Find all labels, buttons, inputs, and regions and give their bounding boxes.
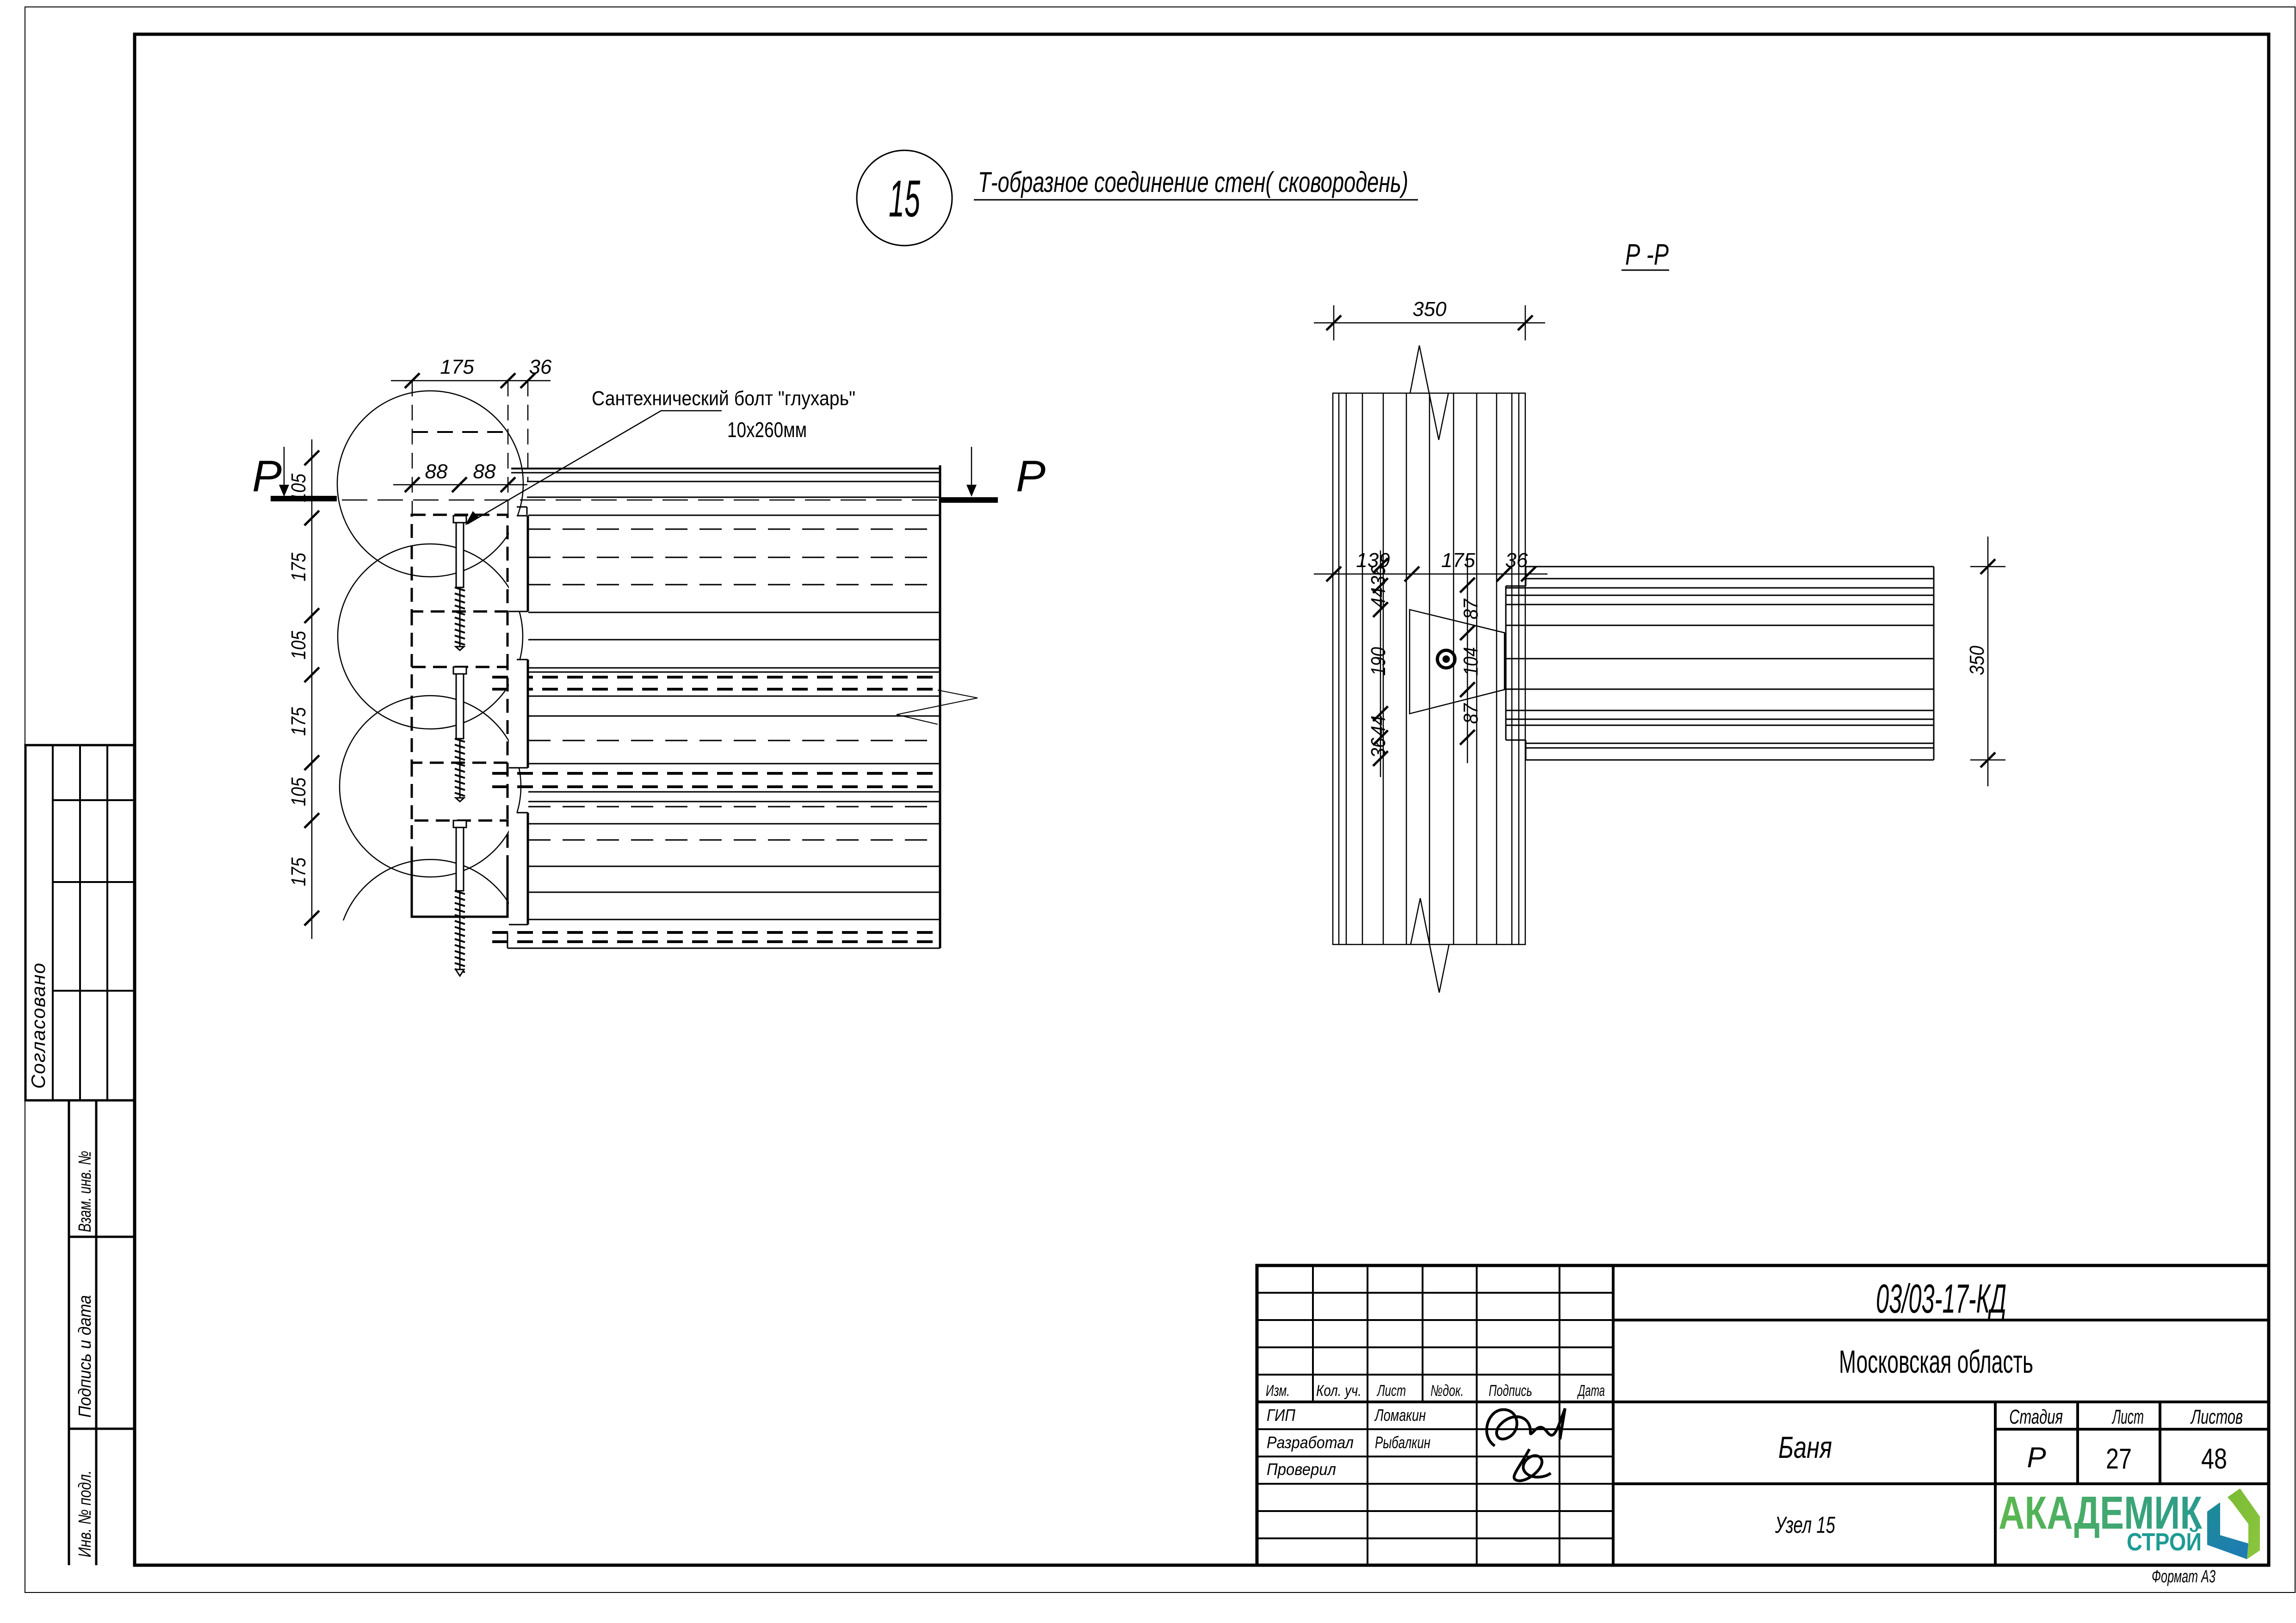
svg-text:175: 175 (287, 858, 310, 886)
svg-text:15: 15 (889, 170, 920, 228)
svg-text:Рыбалкин: Рыбалкин (1375, 1433, 1430, 1452)
svg-text:Разработал: Разработал (1267, 1433, 1354, 1452)
svg-text:Стадия: Стадия (2009, 1406, 2063, 1428)
svg-text:36: 36 (1367, 738, 1390, 758)
svg-text:36: 36 (529, 356, 552, 378)
svg-text:Формат А3: Формат А3 (2152, 1567, 2216, 1586)
svg-text:44: 44 (1367, 716, 1390, 736)
svg-text:88: 88 (473, 460, 496, 483)
svg-text:Р -Р: Р -Р (1625, 238, 1669, 271)
svg-text:Узел 15: Узел 15 (1775, 1512, 1835, 1538)
svg-text:Кол. уч.: Кол. уч. (1316, 1382, 1362, 1400)
svg-text:87: 87 (1460, 599, 1482, 619)
svg-text:105: 105 (287, 778, 310, 806)
svg-text:Сантехнический болт "глухарь": Сантехнический болт "глухарь" (592, 387, 855, 410)
svg-text:ГИП: ГИП (1267, 1406, 1296, 1425)
svg-text:175: 175 (287, 707, 310, 736)
svg-text:104: 104 (1460, 647, 1482, 676)
svg-text:Лист: Лист (2111, 1406, 2144, 1428)
svg-text:27: 27 (2106, 1443, 2132, 1475)
svg-text:175: 175 (440, 356, 474, 378)
svg-text:36: 36 (1367, 566, 1390, 586)
svg-text:Ломакин: Ломакин (1374, 1406, 1426, 1425)
svg-text:Подпись: Подпись (1489, 1382, 1532, 1400)
svg-text:48: 48 (2201, 1443, 2227, 1475)
svg-text:Изм.: Изм. (1266, 1382, 1290, 1400)
svg-text:Р: Р (2027, 1442, 2046, 1474)
svg-text:10х260мм: 10х260мм (727, 418, 807, 442)
svg-text:Т-образное соединение стен( ск: Т-образное соединение стен( сковородень) (978, 167, 1408, 198)
svg-text:03/03-17-КД: 03/03-17-КД (1876, 1276, 2006, 1321)
svg-text:105: 105 (287, 474, 310, 502)
svg-text:105: 105 (287, 631, 310, 660)
svg-text:Проверил: Проверил (1267, 1460, 1336, 1479)
svg-text:№док.: №док. (1430, 1382, 1464, 1400)
svg-text:190: 190 (1367, 647, 1390, 676)
svg-text:АКАДЕМИК: АКАДЕМИК (1999, 1487, 2203, 1539)
svg-text:Лист: Лист (1377, 1382, 1406, 1400)
svg-text:P: P (1016, 451, 1046, 501)
svg-text:Согласовано: Согласовано (27, 963, 49, 1089)
svg-text:44: 44 (1367, 587, 1390, 608)
svg-text:Баня: Баня (1778, 1430, 1832, 1464)
svg-text:Листов: Листов (2190, 1406, 2243, 1428)
svg-text:СТРОЙ: СТРОЙ (2127, 1528, 2202, 1556)
svg-text:Инв. № подл.: Инв. № подл. (75, 1470, 95, 1557)
svg-text:P: P (252, 451, 282, 501)
svg-text:36: 36 (1505, 549, 1528, 572)
svg-text:Взам. инв. №: Взам. инв. № (75, 1151, 95, 1232)
svg-text:88: 88 (425, 460, 448, 483)
svg-text:87: 87 (1460, 703, 1482, 724)
svg-text:175: 175 (1441, 549, 1475, 572)
svg-text:Подпись и дата: Подпись и дата (75, 1295, 95, 1418)
svg-text:350: 350 (1966, 646, 1988, 675)
svg-text:350: 350 (1412, 298, 1447, 321)
svg-text:175: 175 (287, 553, 310, 581)
svg-text:Московская область: Московская область (1839, 1344, 2033, 1380)
svg-text:Дата: Дата (1577, 1382, 1605, 1400)
